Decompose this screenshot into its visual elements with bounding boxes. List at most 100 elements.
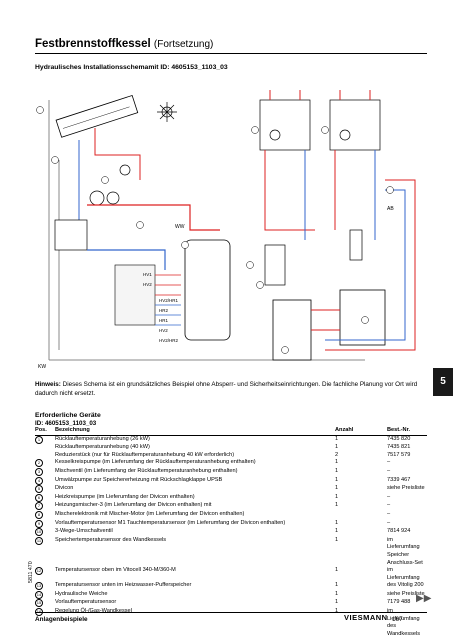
- title-text: Festbrennstoffkessel: [35, 38, 151, 50]
- table-cell-desc: Rücklauftemperaturanhebung (26 kW): [55, 435, 150, 442]
- position-marker: 9: [35, 519, 43, 528]
- table-row: Reduzierstück (nur für Rücklauftemperatu…: [35, 452, 427, 460]
- table-cell-order: 7435 821: [387, 444, 411, 451]
- solar-collector-icon: [55, 94, 139, 138]
- footer-section: Anlagenbeispiele: [35, 616, 88, 623]
- col-qty: Anzahl: [335, 427, 387, 436]
- table-cell-qty: 1: [335, 485, 339, 492]
- table-cell-desc: Umwälzpumpe zur Speichererheizung mit Rü…: [55, 476, 223, 483]
- table-cell-order: –: [387, 467, 391, 474]
- table-cell-pos: 10: [35, 528, 55, 537]
- table-cell-desc: Temperatursensor oben im Vitocell 340-M/…: [55, 567, 176, 574]
- note-text: Dieses Schema ist ein grundsätzliches Be…: [35, 381, 418, 397]
- table-cell-pos: [35, 452, 55, 460]
- parts-table-header: Pos. Bezeichnung Anzahl Best.-Nr.: [35, 427, 427, 436]
- table-cell-order: 7814 924: [387, 528, 411, 535]
- table-cell-order: –: [387, 510, 391, 517]
- position-marker: 11: [35, 536, 43, 545]
- table-cell-qty: 1: [335, 502, 339, 509]
- table-cell-order: im Lieferumfang: [387, 567, 420, 581]
- table-cell-pos: 7: [35, 502, 55, 511]
- solar-station-icon: [89, 164, 131, 206]
- table-cell-pos: 1: [35, 435, 55, 444]
- title-suffix: (Fortsetzung): [153, 39, 214, 50]
- table-cell-qty: 1: [335, 528, 339, 535]
- table-cell-order: 7339 467: [387, 476, 411, 483]
- heating-circuit-2-icon: [329, 99, 381, 151]
- table-cell-desc: Kesselkreispumpe (im Lieferumfang der Rü…: [55, 459, 256, 466]
- cylinder-icon: [272, 299, 312, 361]
- hydraulic-schematic: HV1 HV2 HV2/HR1 HR2 HR1 HV2 HV2/HR2 WW K…: [36, 90, 416, 370]
- label-ab: AB: [387, 206, 394, 212]
- label-hv4: HV2: [159, 328, 168, 333]
- table-cell-order: siehe Preisliste: [387, 485, 425, 492]
- chapter-tab: 5: [433, 368, 453, 396]
- table-cell-qty: [335, 511, 387, 520]
- table-cell-pos: [35, 444, 55, 452]
- table-cell-qty: 1: [335, 459, 339, 466]
- table-cell-order: 7517 579: [387, 451, 411, 458]
- table-cell-qty: 1: [335, 567, 339, 574]
- brand-logo: VIESMANN: [344, 613, 388, 622]
- table-cell-desc: Vorlauftemperatursensor: [55, 599, 117, 606]
- table-cell-desc: Heizkreispumpe (im Lieferumfang der Divi…: [55, 493, 195, 500]
- manifold-icon: [114, 264, 156, 326]
- diagram-subtitle: Hydraulisches Installationsschemamit ID:…: [35, 64, 228, 71]
- label-hv1: HV1: [143, 272, 152, 277]
- table-cell-order: siehe Preisliste: [387, 590, 425, 597]
- table-cell-pos: 5: [35, 485, 55, 494]
- table-cell-qty: 1: [335, 599, 339, 606]
- table-cell-desc: Rücklauftemperaturanhebung (40 kW): [55, 444, 150, 451]
- position-marker: 10: [35, 528, 43, 537]
- table-cell-pos: 6: [35, 493, 55, 503]
- table-row: 11 Speichertemperatursensor des Wandkesse…: [35, 536, 427, 567]
- table-cell-order: –: [387, 459, 391, 466]
- next-page-arrows[interactable]: ▶▶: [416, 593, 432, 604]
- label-hv2: HV2: [143, 282, 152, 287]
- col-desc: Bezeichnung: [55, 427, 335, 436]
- table-cell-order: –: [387, 502, 391, 509]
- table-cell-qty: 2: [335, 451, 339, 458]
- table-cell-order: –: [387, 493, 391, 500]
- label-hv3: HV2/HR1: [159, 298, 179, 303]
- table-cell-qty: 1: [335, 493, 339, 500]
- table-cell-pos: 9: [35, 519, 55, 529]
- label-hr1: HR1: [159, 318, 168, 323]
- table-cell-desc: Temperatursensor unten im Heizwasser-Puf…: [55, 582, 192, 589]
- table-cell-pos: 8: [35, 510, 55, 520]
- title-rule: [35, 53, 427, 54]
- table-cell-pos: 12: [35, 567, 55, 582]
- label-hr3: HV2/HR2: [159, 338, 179, 343]
- table-cell-pos: 2: [35, 459, 55, 468]
- position-marker: 15: [35, 599, 43, 608]
- table-cell-pos: 11: [35, 536, 55, 567]
- table-cell-order: des Vitolig 200: [387, 582, 424, 589]
- parts-table-id: ID: 4605153_1103_03: [35, 420, 97, 427]
- table-cell-pos: 13: [35, 582, 55, 591]
- col-pos: Pos.: [35, 427, 55, 436]
- table-cell-desc: Speichertemperatursensor des Wandkessels: [55, 536, 167, 543]
- table-cell-desc: 3-Wege-Umschaltventil: [55, 528, 113, 535]
- table-cell-desc: Reduzierstück (nur für Rücklauftemperatu…: [55, 451, 235, 458]
- position-marker: 7: [35, 502, 43, 511]
- note-label: Hinweis:: [35, 381, 61, 388]
- table-cell-qty: 1: [335, 476, 339, 483]
- label-hr2: HR2: [159, 308, 168, 313]
- footer-rule: [35, 612, 427, 613]
- hydraulic-separator-icon: [349, 229, 363, 261]
- position-marker: 1: [35, 435, 43, 444]
- table-cell-desc: Regelung Öl-/Gas-Wandkessel: [55, 608, 132, 615]
- sun-icon: [157, 102, 177, 122]
- table-cell-qty: 1: [335, 536, 339, 543]
